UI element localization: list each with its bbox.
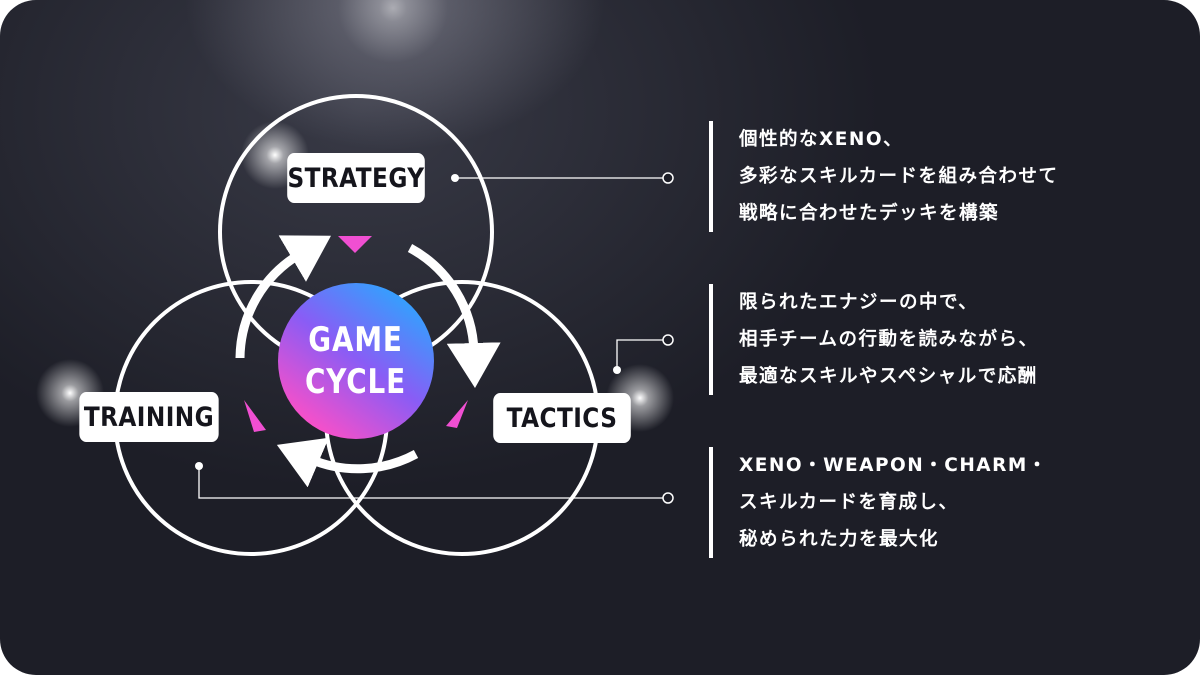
strategy-label: STRATEGY <box>287 153 425 203</box>
connector-tactics <box>616 339 668 370</box>
description-line: 戦略に合わせたデッキを構築 <box>739 203 1000 224</box>
pink-triangle-training <box>244 400 266 432</box>
description-line: 相手チームの行動を読みながら、 <box>739 329 1039 350</box>
connector-end-dot <box>662 334 674 346</box>
cycle-arrow-training-to-strategy <box>235 235 331 359</box>
description-line: 限られたエナジーの中で、 <box>739 292 979 313</box>
connector-dots <box>195 172 674 504</box>
cycle-arrow-tactics-to-training <box>276 437 419 488</box>
connector-lines <box>198 177 668 499</box>
game-cycle-title-line1: GAME <box>308 319 403 360</box>
game-cycle-title: GAME CYCLE <box>292 283 419 438</box>
training-description: XENO・WEAPON・CHARM・ スキルカードを育成し、 秘められた力を最大… <box>709 447 1179 558</box>
game-cycle-title-line2: CYCLE <box>304 361 407 402</box>
description-line: 多彩なスキルカードを組み合わせて <box>739 166 1059 187</box>
description-line: XENO・WEAPON・CHARM・ <box>739 455 1048 476</box>
connector-end-dot <box>662 492 674 504</box>
tactics-description: 限られたエナジーの中で、 相手チームの行動を読みながら、 最適なスキルやスペシャ… <box>709 284 1179 395</box>
description-line: 秘められた力を最大化 <box>739 529 940 550</box>
connector-dot <box>195 462 203 470</box>
cycle-arrow-strategy-to-tactics <box>407 244 501 388</box>
connector-dot <box>613 366 621 374</box>
description-line: スキルカードを育成し、 <box>739 492 959 513</box>
description-line: 個性的なXENO、 <box>739 129 904 150</box>
connector-training <box>198 466 668 499</box>
connector-end-dot <box>662 172 674 184</box>
pink-triangle-tactics <box>446 400 468 428</box>
strategy-description: 個性的なXENO、 多彩なスキルカードを組み合わせて 戦略に合わせたデッキを構築 <box>709 121 1179 232</box>
sparkle-glow <box>338 0 448 63</box>
pink-triangle-strategy <box>338 236 372 253</box>
connector-dot <box>451 174 459 182</box>
description-line: 最適なスキルやスペシャルで応酬 <box>739 366 1038 387</box>
training-label: TRAINING <box>79 392 219 442</box>
game-cycle-circle <box>278 283 434 439</box>
tactics-label: TACTICS <box>493 393 631 443</box>
